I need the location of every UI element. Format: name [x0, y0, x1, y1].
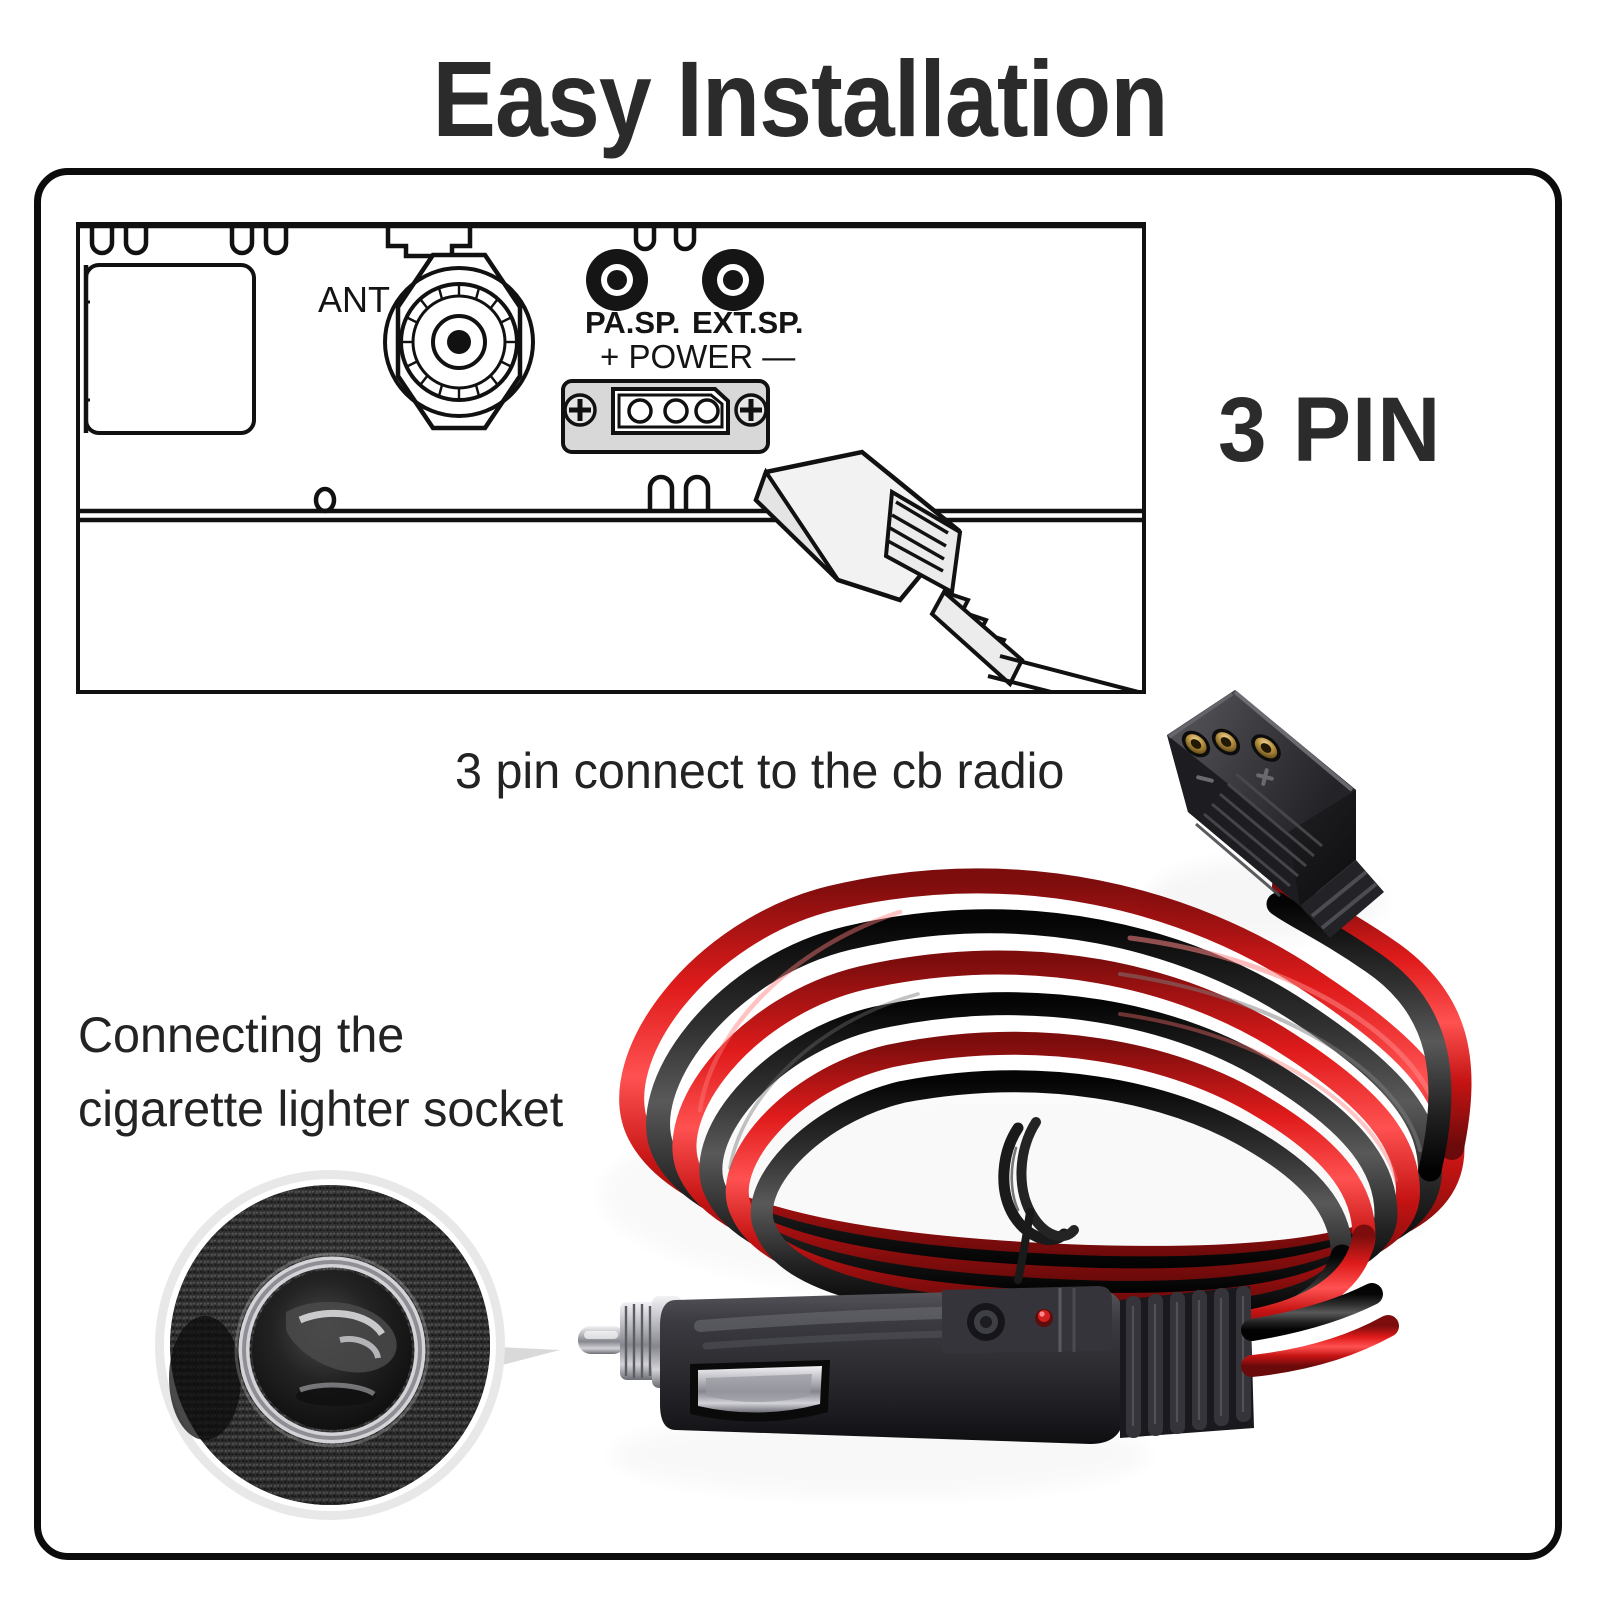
plug-strain-relief — [1120, 1286, 1254, 1438]
caption-socket-line-2: cigarette lighter socket — [78, 1081, 564, 1137]
caption-socket-line-1: Connecting the — [78, 1007, 405, 1063]
connector-grip — [1195, 772, 1323, 898]
pa-speaker-jack — [586, 249, 648, 311]
wire-bundle — [600, 868, 1472, 1356]
ant-connector — [383, 252, 535, 431]
polarity-markings — [1196, 768, 1274, 786]
power-label: + POWER — — [600, 338, 795, 375]
connector-pins — [1181, 728, 1281, 762]
three-pin-label: 3 PIN — [1218, 379, 1442, 481]
ext-speaker-jack — [702, 249, 764, 311]
three-pin-connector — [1145, 690, 1385, 940]
pa-speaker-label: PA.SP. — [585, 305, 680, 340]
zip-tie — [998, 1117, 1079, 1284]
power-socket — [561, 379, 770, 454]
plug-spring-contact — [690, 1360, 830, 1422]
car-socket-photo — [155, 1170, 560, 1520]
caption-cigarette-socket: Connecting the cigarette lighter socket — [78, 998, 563, 1146]
plug-led-indicator — [1035, 1309, 1053, 1327]
cigarette-lighter-plug — [578, 1283, 1399, 1497]
ext-speaker-label: EXT.SP. — [692, 305, 803, 340]
line-art-plug — [753, 449, 1146, 694]
screw-right — [734, 393, 768, 427]
screw-left — [563, 393, 597, 427]
ant-label: ANT — [318, 279, 390, 320]
page-title: Easy Installation — [432, 38, 1168, 159]
plug-fuse-cap — [942, 1286, 1112, 1354]
plug-tip — [578, 1326, 626, 1354]
caption-three-pin: 3 pin connect to the cb radio — [455, 743, 1065, 799]
